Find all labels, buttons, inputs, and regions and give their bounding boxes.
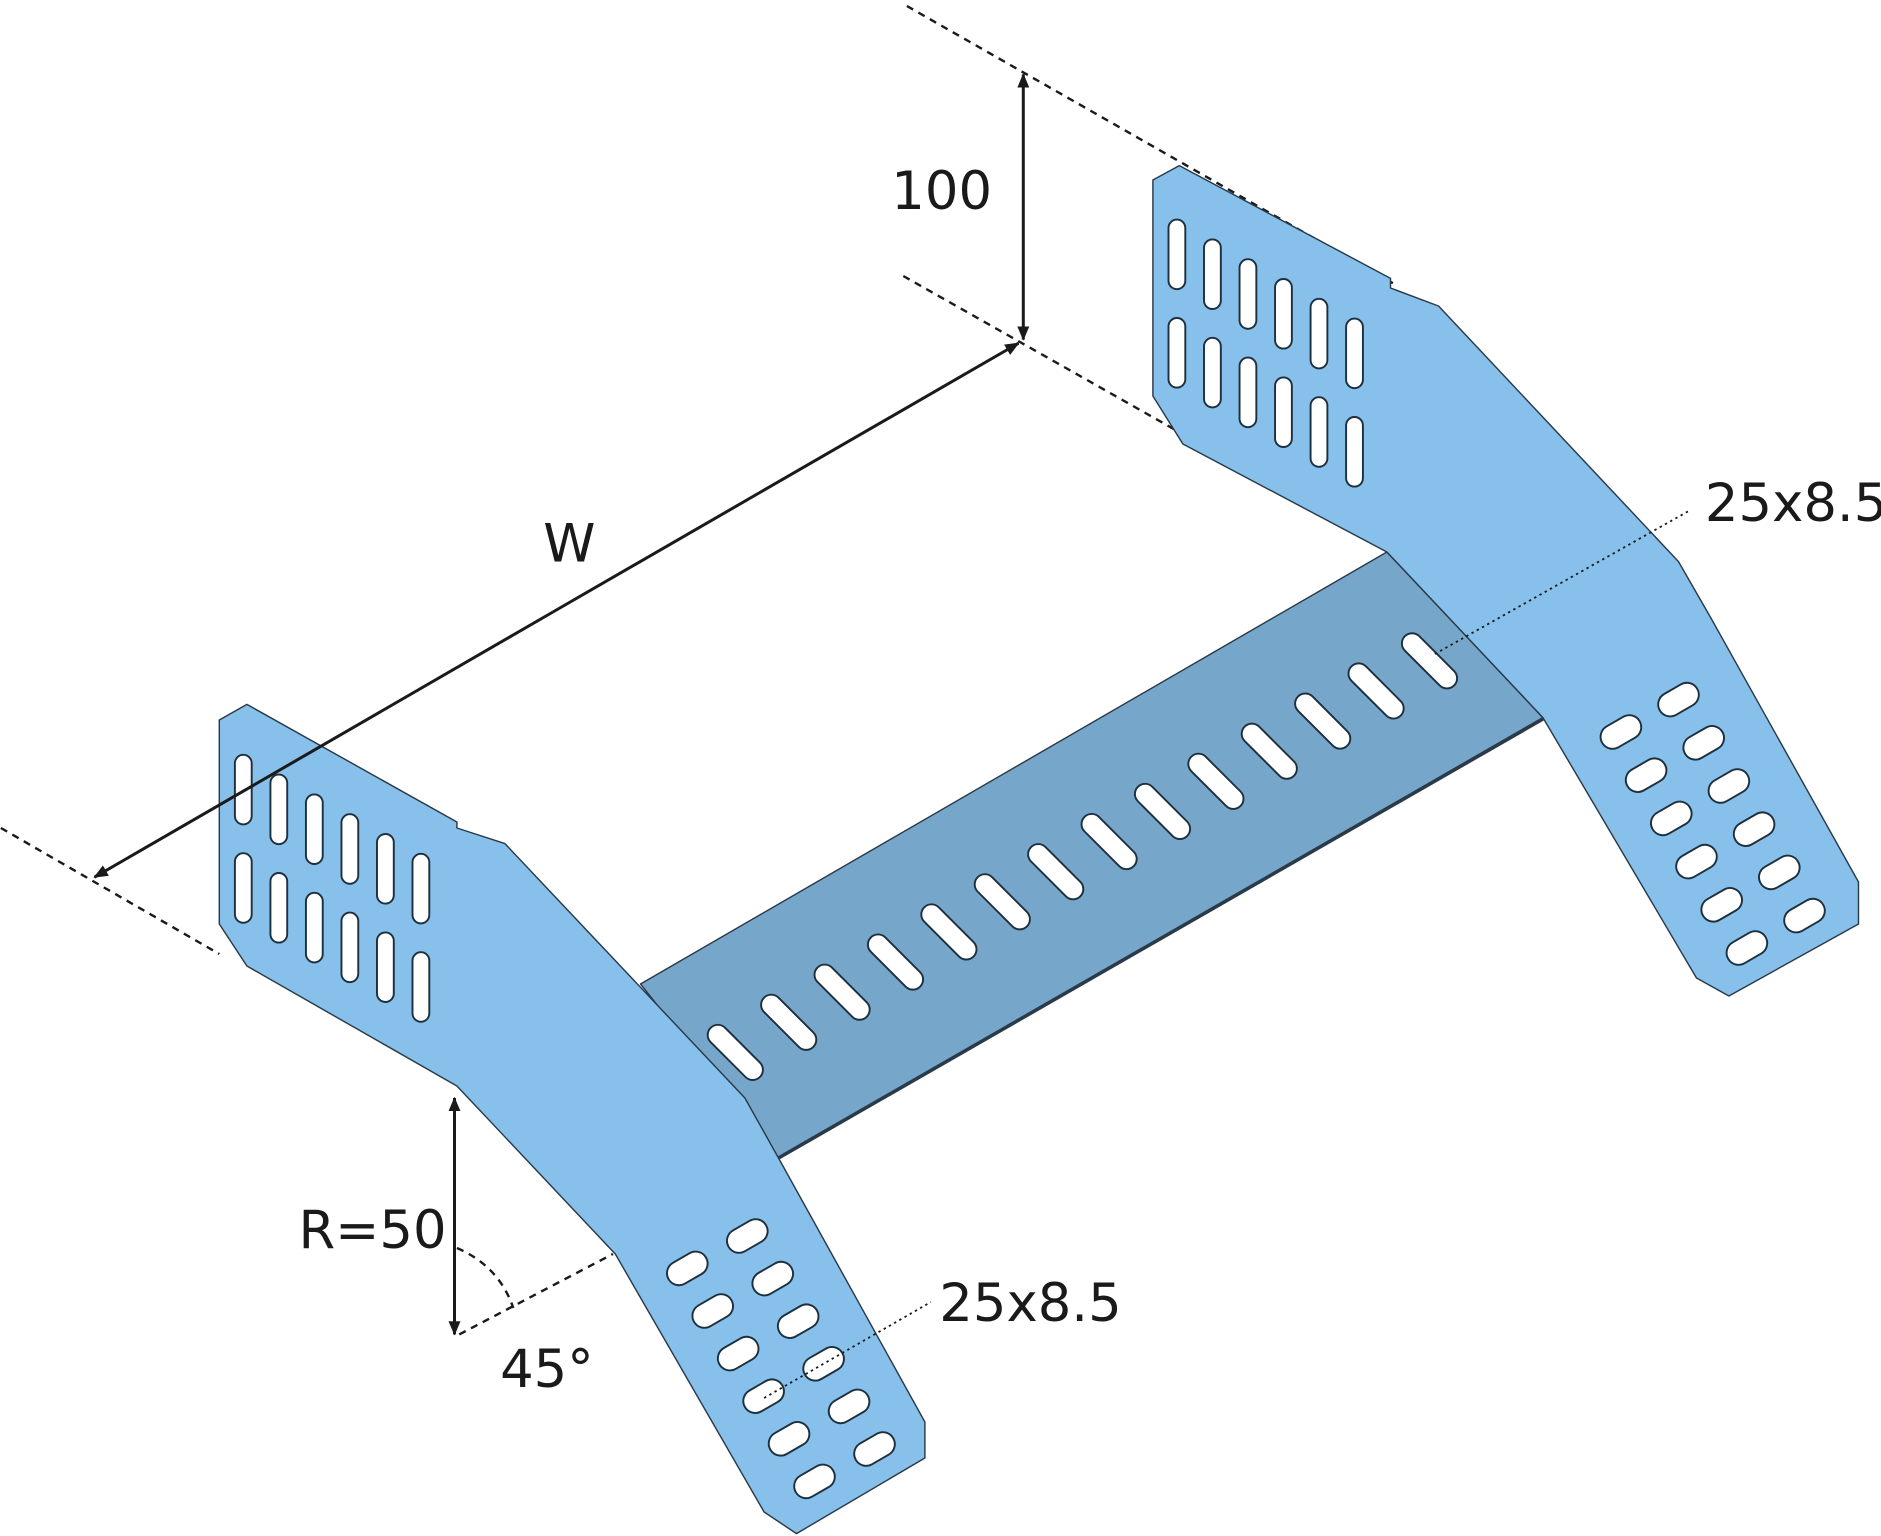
slot xyxy=(411,951,431,1023)
web-slots xyxy=(706,632,1459,1081)
slot xyxy=(1027,843,1085,901)
slot xyxy=(1345,416,1364,488)
slot xyxy=(376,931,395,1003)
slot xyxy=(1758,854,1801,891)
back-fitting xyxy=(1152,164,1860,997)
web-edge xyxy=(777,716,1547,1160)
slot xyxy=(1133,782,1192,840)
slot xyxy=(827,1388,871,1425)
slot xyxy=(304,793,324,865)
slot xyxy=(269,773,289,846)
front-fitting-slots xyxy=(233,753,896,1500)
slot xyxy=(666,1250,709,1287)
slot xyxy=(853,1431,896,1467)
slot xyxy=(1238,258,1258,330)
slot xyxy=(1309,396,1329,468)
back-fitting-slots xyxy=(1167,218,1826,966)
slot xyxy=(716,1335,760,1372)
slot xyxy=(376,833,395,905)
slot xyxy=(1707,768,1751,804)
slot xyxy=(1650,800,1693,837)
slot xyxy=(1187,752,1245,810)
slot xyxy=(304,891,324,964)
slot xyxy=(1274,278,1293,350)
slot xyxy=(1294,692,1352,750)
slot xyxy=(726,1218,769,1254)
slot xyxy=(767,1421,811,1457)
width-arrow-front xyxy=(93,610,554,879)
slot-size-label-back: 25x8.5 xyxy=(1705,473,1881,534)
slot xyxy=(1167,218,1187,291)
slot xyxy=(411,852,431,925)
slot xyxy=(233,852,253,924)
slot xyxy=(793,1463,836,1500)
slot xyxy=(1238,356,1258,429)
slot xyxy=(1732,811,1776,847)
slot xyxy=(1240,722,1298,780)
dimension-arrows xyxy=(93,73,1030,1336)
slot xyxy=(1675,843,1718,880)
slot xyxy=(1167,317,1187,389)
angle-label: 45° xyxy=(500,1339,594,1400)
slot xyxy=(1274,376,1293,448)
slot xyxy=(1725,930,1769,966)
radius-label: R=50 xyxy=(299,1200,447,1261)
slot xyxy=(813,963,871,1021)
slot xyxy=(751,1260,795,1297)
slot xyxy=(866,933,925,991)
slot xyxy=(691,1293,735,1329)
slot xyxy=(1700,887,1743,923)
slot xyxy=(920,903,978,961)
slot xyxy=(1309,297,1329,370)
slot xyxy=(1657,681,1700,718)
slot xyxy=(706,1023,764,1081)
slot xyxy=(1624,757,1668,793)
slot xyxy=(776,1303,820,1339)
slot xyxy=(1599,714,1643,750)
slot xyxy=(269,872,289,944)
slot xyxy=(1347,662,1405,720)
slot xyxy=(1080,813,1138,871)
slot xyxy=(1203,336,1222,409)
width-label: W xyxy=(543,514,595,575)
slot xyxy=(1682,725,1725,761)
slot xyxy=(742,1378,785,1414)
slot xyxy=(973,873,1031,931)
slot xyxy=(340,813,360,885)
slot-size-label-front: 25x8.5 xyxy=(939,1273,1121,1334)
width-arrow-back xyxy=(552,341,1020,614)
front-fitting xyxy=(218,703,926,1535)
slot xyxy=(340,911,360,984)
slot xyxy=(1203,238,1222,310)
leader-lines xyxy=(763,509,1691,1399)
slot xyxy=(1783,897,1826,934)
slot xyxy=(760,993,818,1051)
height-label: 100 xyxy=(891,161,992,222)
slot xyxy=(1345,317,1364,390)
